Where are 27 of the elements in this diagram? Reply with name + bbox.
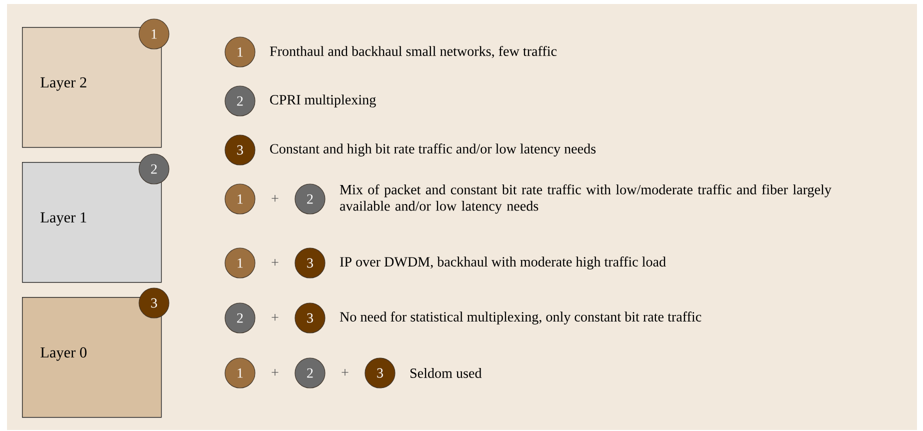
number-badge: 2 [294, 184, 326, 214]
number-badge: 3 [364, 358, 396, 388]
plus-sign: + [342, 369, 348, 376]
number-badge: 1 [224, 358, 256, 388]
plus-sign: + [272, 259, 278, 266]
number-badge: 2 [138, 154, 170, 184]
number-badge: 3 [294, 248, 326, 278]
description-text: Mix of packet and constant bit rate traffic with low/moderate traffic and fiber largely available and/or low latency needs [340, 184, 832, 214]
number-badge: 3 [138, 288, 170, 318]
plus-sign: + [272, 195, 278, 202]
description-text: Fronthaul and backhaul small networks, few traffic [270, 46, 557, 58]
description-text: Constant and high bit rate traffic and/or low latency needs [270, 144, 596, 156]
plus-sign: + [272, 314, 278, 321]
number-badge: 1 [224, 36, 256, 68]
number-badge: 2 [224, 302, 256, 334]
description-text: IP over DWDM, backhaul with moderate high traffic load [340, 256, 666, 270]
number-badge: 2 [224, 86, 256, 116]
number-badge: 2 [294, 358, 326, 388]
number-badge: 3 [224, 134, 256, 166]
number-badge: 1 [138, 18, 170, 50]
number-badge: 1 [224, 248, 256, 278]
number-badge: 1 [224, 184, 256, 214]
description-text: No need for statistical multiplexing, only constant bit rate traffic [340, 312, 702, 324]
description-text: CPRI multiplexing [270, 94, 376, 108]
number-badge: 3 [294, 302, 326, 334]
plus-sign: + [272, 369, 278, 376]
description-text: Seldom used [410, 368, 482, 378]
